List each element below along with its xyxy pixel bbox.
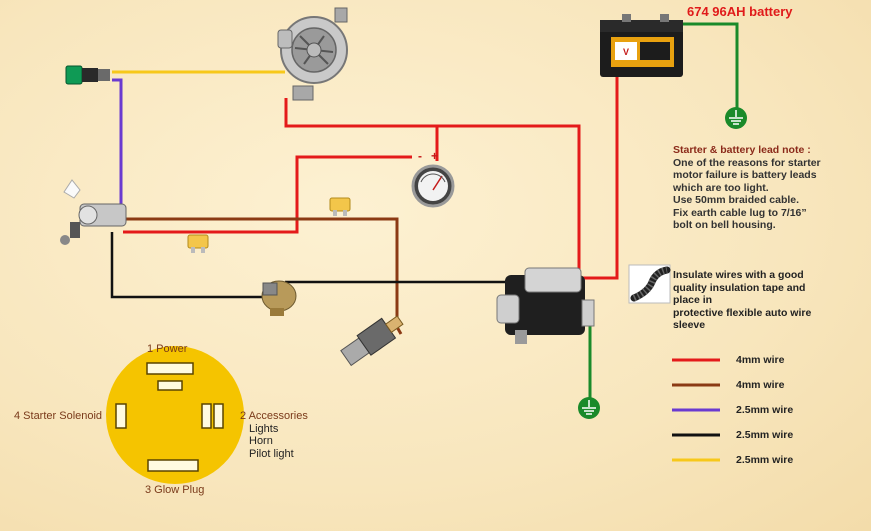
terminal-glow-plug-label: 3 Glow Plug bbox=[145, 484, 205, 496]
accessory-item-pilot-light: Pilot light bbox=[249, 448, 294, 460]
battery-title: 674 96AH battery bbox=[687, 4, 793, 19]
lead-note-line: One of the reasons for starter bbox=[673, 156, 821, 169]
green-warning-light-icon bbox=[65, 65, 110, 85]
glow-plug-icon bbox=[340, 315, 404, 367]
legend-label-yellow: 2.5mm wire bbox=[736, 454, 794, 466]
lead-note-line: which are too light. bbox=[673, 181, 769, 194]
green-earth-battery bbox=[683, 22, 739, 108]
insulation-note-line: sleeve bbox=[673, 319, 706, 331]
oil-pressure-switch-icon bbox=[261, 280, 297, 316]
terminal-starter-solenoid-label: 4 Starter Solenoid bbox=[14, 410, 103, 422]
alternator-icon bbox=[277, 7, 348, 101]
accessory-item-lights: Lights bbox=[249, 423, 279, 435]
earth-ground-icon bbox=[578, 397, 600, 419]
accessory-item-horn: Horn bbox=[249, 435, 273, 447]
ammeter-gauge-icon bbox=[411, 164, 455, 208]
lead-note: Starter & battery lead note : One of the… bbox=[673, 144, 863, 232]
blade-fuse-icon bbox=[329, 197, 351, 216]
lead-note-line: motor failure is battery leads bbox=[673, 169, 817, 181]
starter-motor-icon bbox=[496, 267, 595, 344]
black-wire-oil bbox=[110, 232, 266, 299]
car-battery-icon: V bbox=[600, 14, 683, 77]
blade-fuse-icon bbox=[187, 234, 209, 253]
purple-wire bbox=[112, 78, 123, 205]
ammeter-minus-label: - bbox=[418, 149, 422, 163]
legend-label-red: 4mm wire bbox=[736, 354, 785, 366]
red-wire-alternator bbox=[284, 98, 581, 275]
legend-label-purple: 2.5mm wire bbox=[736, 404, 794, 416]
svg-text:V: V bbox=[623, 47, 629, 57]
lead-note-line: Fix earth cable lug to 7/16” bbox=[673, 206, 807, 219]
legend-label-brown: 4mm wire bbox=[736, 379, 785, 391]
lead-note-heading: Starter & battery lead note : bbox=[673, 144, 811, 156]
terminal-accessories-label: 2 Accessories bbox=[240, 410, 308, 422]
insulation-note-line: quality insulation tape and bbox=[673, 281, 806, 294]
wire-sleeve-icon bbox=[628, 264, 671, 304]
insulation-note: Insulate wires with a good quality insul… bbox=[673, 269, 863, 332]
ignition-switch-icon bbox=[60, 179, 127, 245]
red-wire-battery bbox=[583, 70, 619, 280]
legend-label-black: 2.5mm wire bbox=[736, 429, 794, 441]
lead-note-line: Use 50mm braided cable. bbox=[673, 194, 800, 206]
lead-note-line: bolt on bell housing. bbox=[673, 219, 776, 231]
insulation-note-line: protective flexible auto wire bbox=[673, 306, 812, 319]
red-wire-ammeter-minus bbox=[123, 155, 412, 234]
ignition-switch-face bbox=[106, 346, 244, 484]
brown-wire bbox=[126, 217, 403, 335]
insulation-note-line: Insulate wires with a good bbox=[673, 269, 804, 281]
ammeter-plus-label: + bbox=[431, 149, 439, 163]
terminal-power-label: 1 Power bbox=[147, 343, 188, 355]
earth-ground-icon bbox=[725, 107, 747, 129]
insulation-note-line: place in bbox=[673, 294, 713, 306]
